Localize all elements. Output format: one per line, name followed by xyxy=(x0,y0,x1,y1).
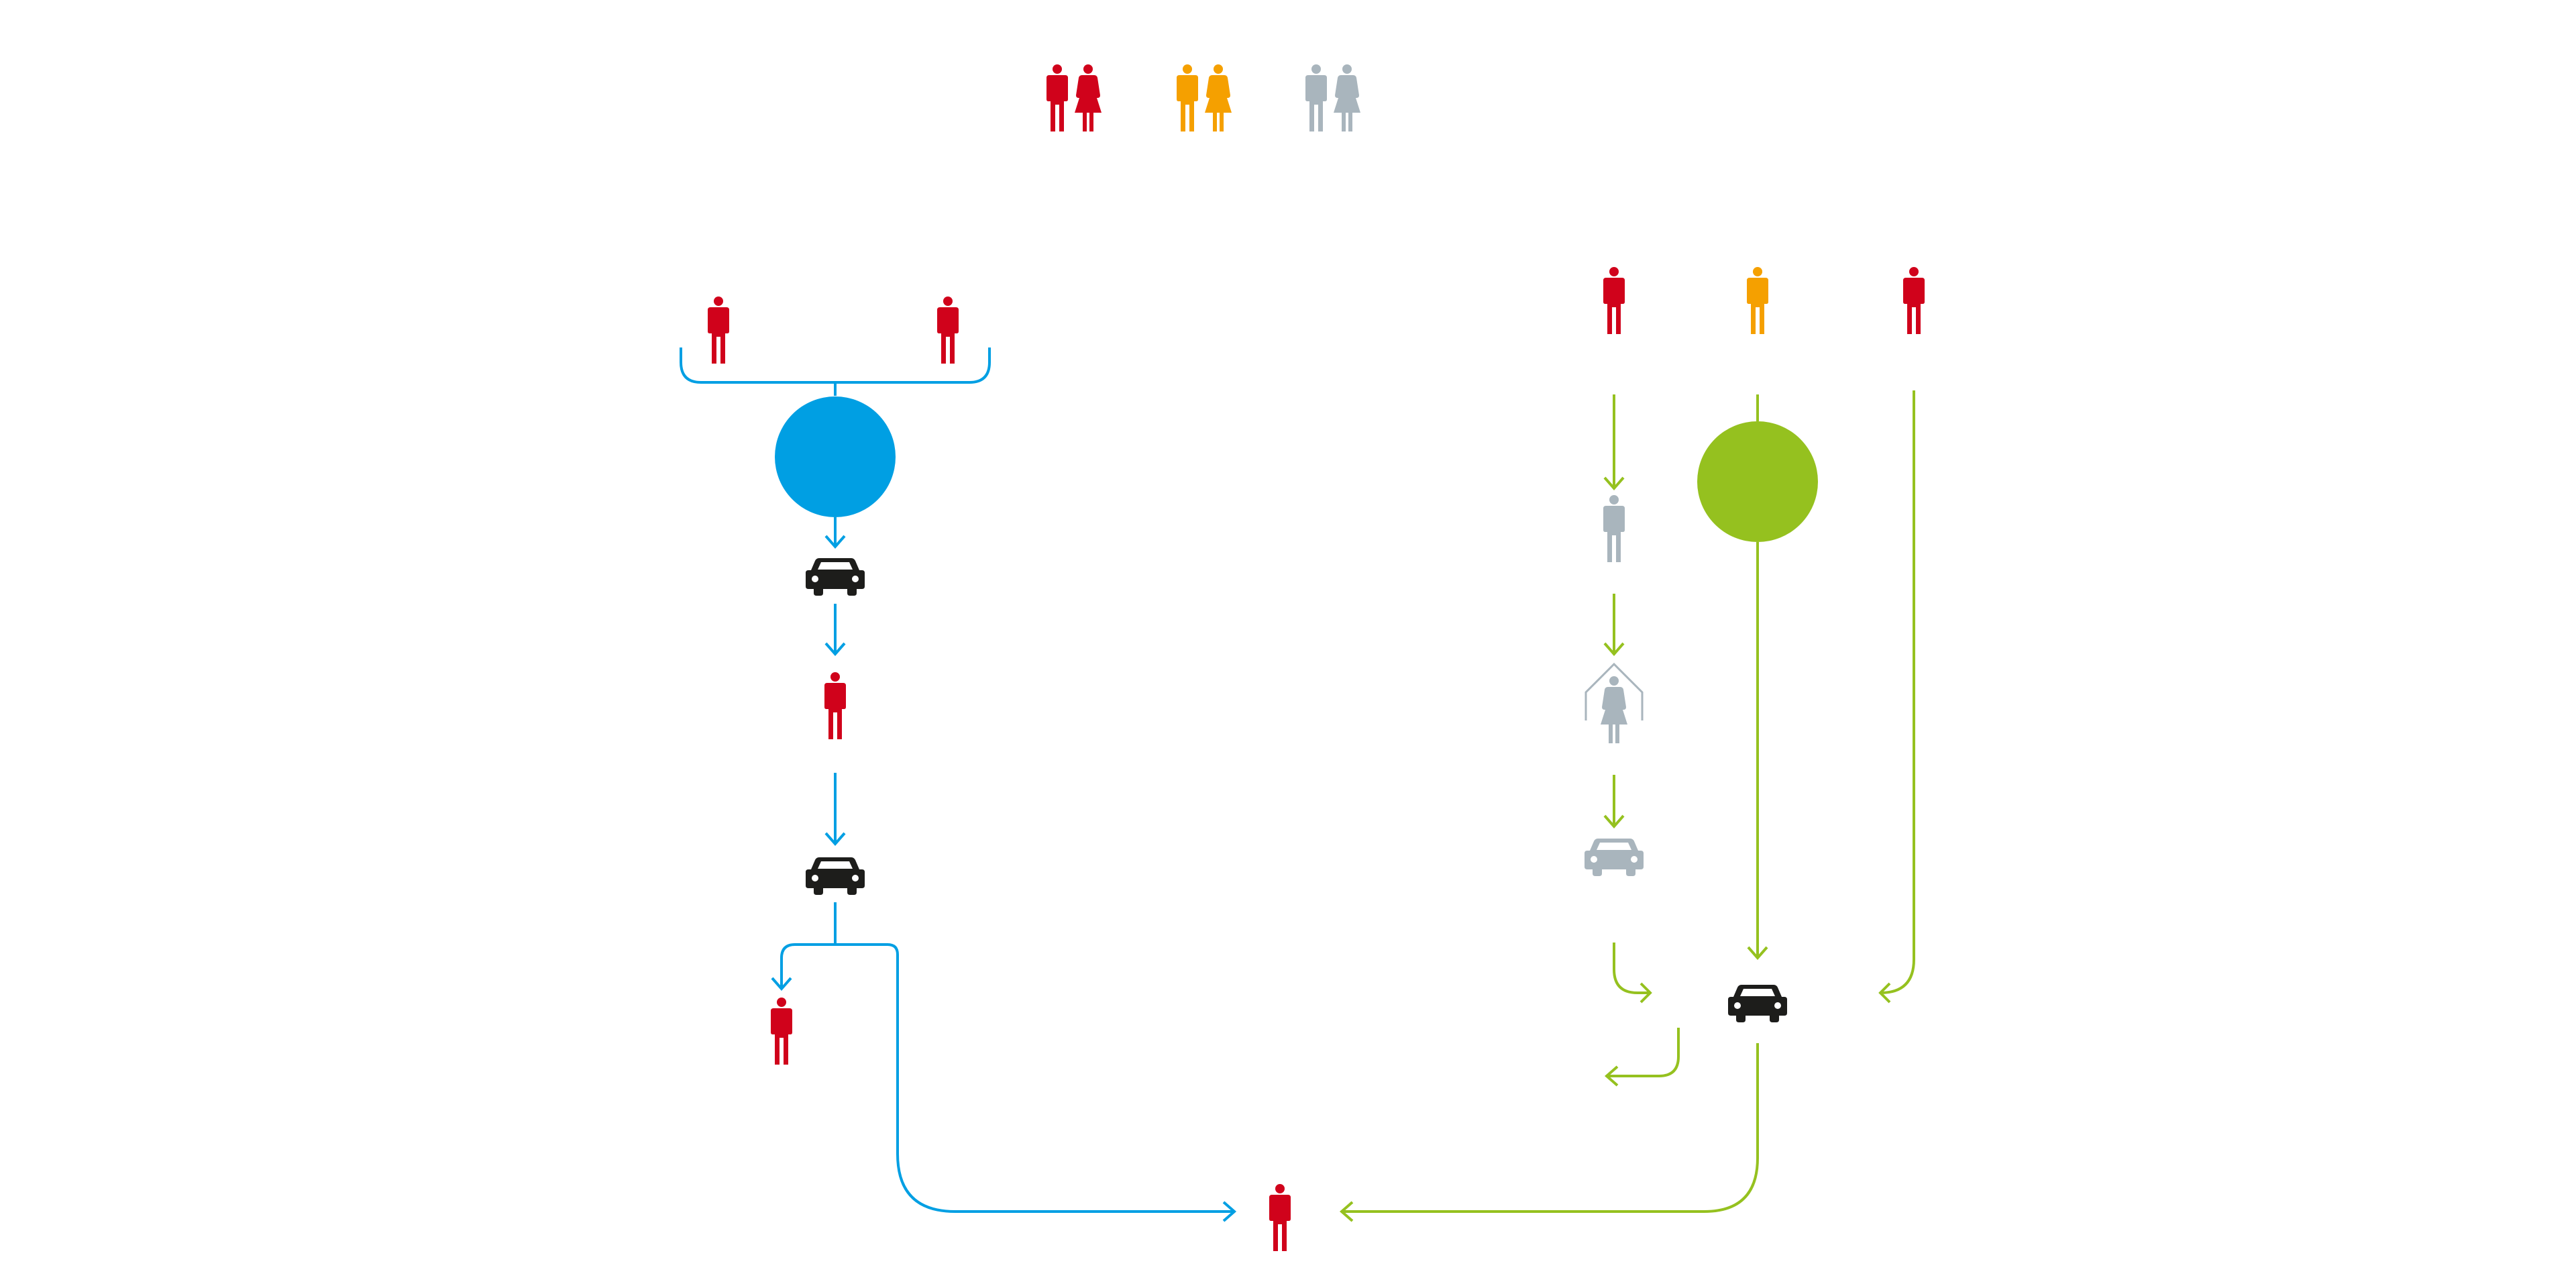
man-icon xyxy=(824,672,846,739)
blue-circle xyxy=(775,396,896,517)
legend-group-grey xyxy=(1305,64,1360,131)
man-icon xyxy=(1903,267,1925,334)
long-connector xyxy=(1342,1043,1759,1213)
man-icon xyxy=(1177,64,1198,131)
legend-group-red xyxy=(1046,64,1102,131)
car-icon xyxy=(806,558,865,596)
arrow xyxy=(1603,775,1625,829)
woman-icon xyxy=(1205,64,1232,131)
long-connector xyxy=(887,943,1234,1213)
arrow-head xyxy=(1604,1065,1619,1087)
man-icon xyxy=(1046,64,1068,131)
woman-in-house-icon xyxy=(1585,662,1644,743)
man-icon xyxy=(771,998,792,1065)
car-icon xyxy=(1585,839,1644,876)
woman-icon xyxy=(1075,64,1102,131)
car-icon xyxy=(806,857,865,895)
car-icon xyxy=(1728,985,1787,1022)
curved-arrow xyxy=(1880,390,1915,994)
destination-man-icon xyxy=(1269,1184,1291,1251)
curved-arrow xyxy=(1613,943,1650,994)
man-icon xyxy=(1603,495,1625,562)
arrow-head xyxy=(1878,982,1891,1004)
man-icon xyxy=(1747,267,1768,334)
man-icon xyxy=(1603,267,1625,334)
arrow xyxy=(824,517,846,549)
legend-group-orange xyxy=(1177,64,1232,131)
man-icon xyxy=(937,297,959,364)
right-flow xyxy=(1339,267,1925,1222)
woman-icon xyxy=(1334,64,1360,131)
arrow-head xyxy=(771,977,792,991)
left-flow xyxy=(680,297,1237,1222)
arrow-head xyxy=(1640,982,1652,1004)
arrow xyxy=(824,773,846,847)
arrow-head xyxy=(1339,1201,1354,1222)
arrow-head xyxy=(1222,1201,1237,1222)
man-icon xyxy=(1305,64,1327,131)
return-arrow xyxy=(1607,1028,1680,1077)
branch-connector xyxy=(780,943,888,989)
arrow xyxy=(1603,394,1625,491)
arrow xyxy=(1747,542,1768,961)
man-icon xyxy=(708,297,729,364)
arrow xyxy=(1603,594,1625,657)
legend xyxy=(1046,64,1360,131)
green-circle xyxy=(1697,421,1818,542)
arrow xyxy=(824,604,846,657)
